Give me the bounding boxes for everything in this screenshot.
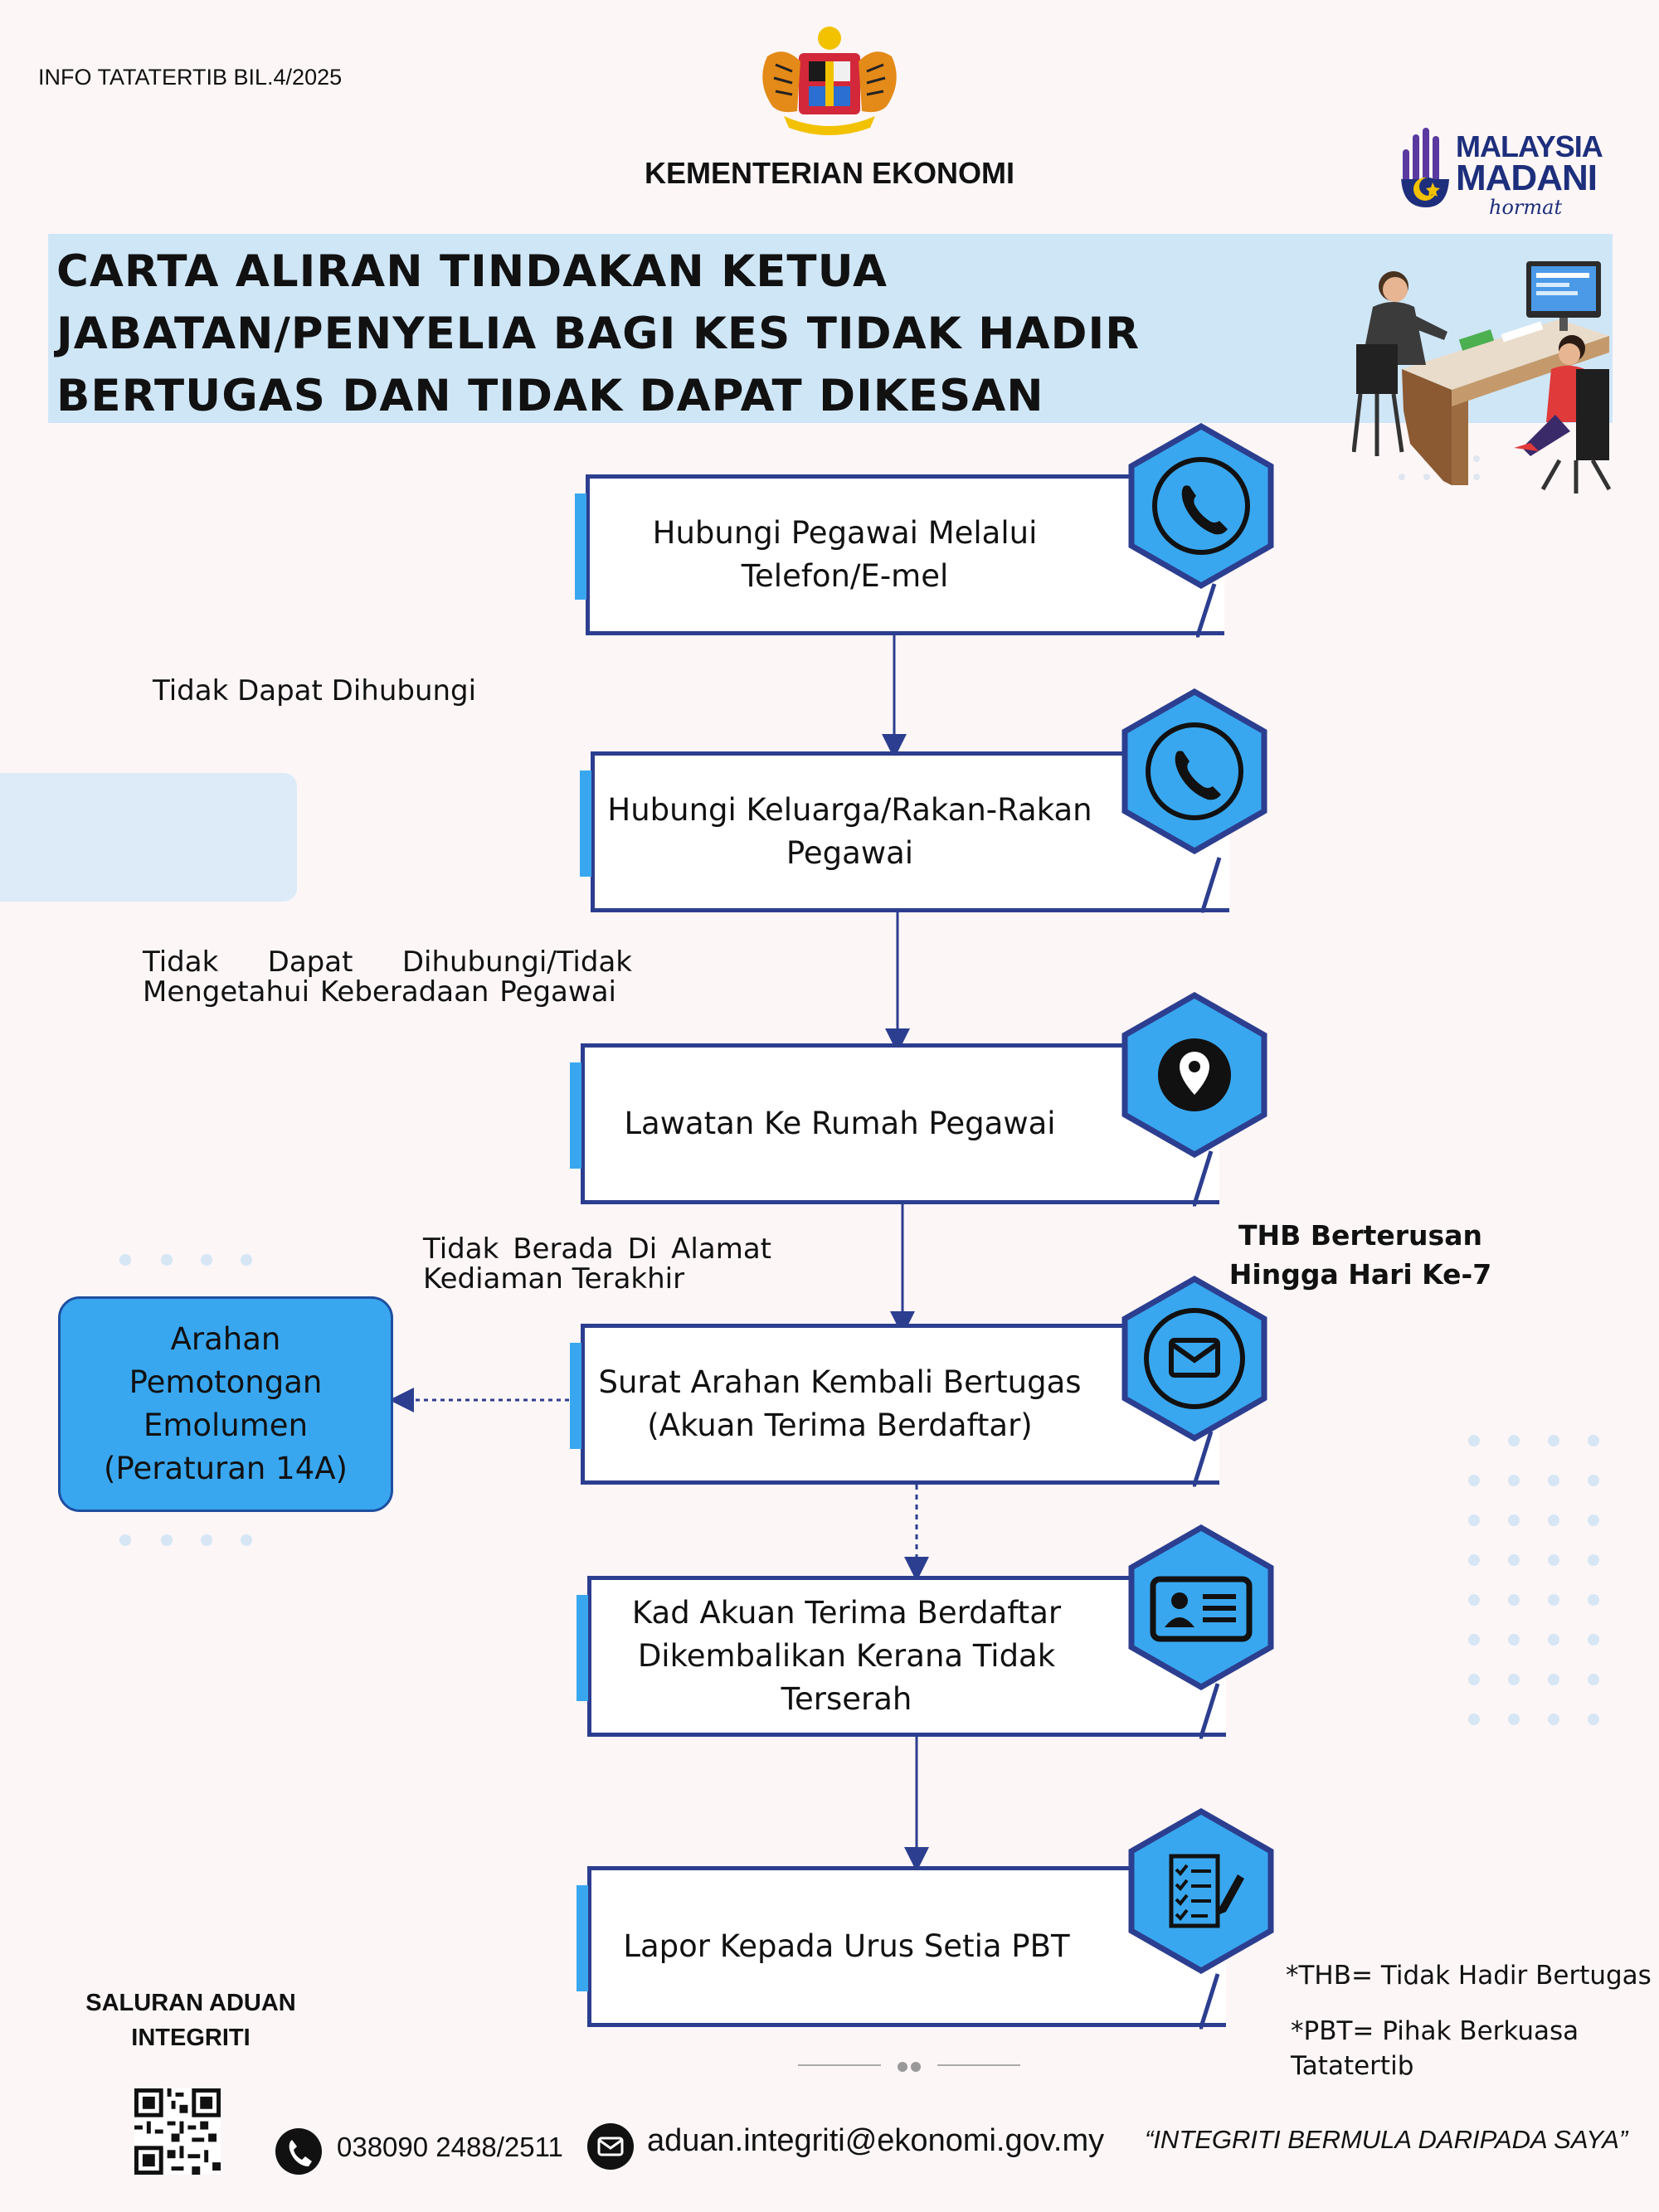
step-accent-bar — [575, 493, 586, 600]
phone-icon — [1120, 688, 1269, 854]
checklist-icon — [1126, 1808, 1276, 1974]
step-accent-bar — [580, 771, 591, 877]
step-5-text: Kad Akuan Terima Berdaftar Dikembalikan … — [591, 1580, 1102, 1733]
condition-label-2: Tidak Dapat Dihubungi/Tidak Mengetahui K… — [143, 947, 632, 1007]
condition-label-1: Tidak Dapat Dihubungi — [153, 676, 476, 706]
step-accent-bar — [577, 1595, 588, 1701]
step-3-text: Lawatan Ke Rumah Pegawai — [585, 1048, 1095, 1200]
location-pin-icon — [1120, 992, 1269, 1158]
footer-slogan: “INTEGRITI BERMULA DARIPADA SAYA” — [1145, 2125, 1627, 2155]
step-1-text: Hubungi Pegawai Melalui Telefon/E-mel — [590, 479, 1100, 631]
phone-icon — [1126, 423, 1276, 589]
footer-phone[interactable]: 038090 2488/2511 — [337, 2132, 563, 2163]
legend-pbt: *PBT= Pihak Berkuasa Tatatertib — [1291, 2014, 1606, 2083]
side-action-text: Arahan Pemotongan Emolumen (Peraturan 14… — [61, 1318, 391, 1490]
step-4-text: Surat Arahan Kembali Bertugas (Akuan Ter… — [585, 1328, 1095, 1480]
email-icon — [587, 2123, 634, 2170]
step-6-text: Lapor Kepada Urus Setia PBT — [591, 1870, 1102, 2023]
condition-label-3: Tidak Berada Di Alamat Kediaman Terakhir — [423, 1234, 771, 1294]
step-accent-bar — [570, 1343, 581, 1449]
side-action-box: Arahan Pemotongan Emolumen (Peraturan 14… — [58, 1296, 393, 1512]
legend-thb: *THB= Tidak Hadir Bertugas — [1286, 1961, 1652, 1991]
qr-code-icon[interactable] — [134, 2088, 221, 2175]
footer-email-link[interactable]: aduan.integriti@ekonomi.gov.my — [647, 2123, 1104, 2159]
thb-note: THB Berterusan Hingga Hari Ke-7 — [1228, 1216, 1493, 1294]
complaint-channel-title: SALURAN ADUAN INTEGRITI — [75, 1986, 307, 2055]
step-accent-bar — [570, 1062, 581, 1169]
phone-icon — [275, 2128, 322, 2175]
step-2-text: Hubungi Keluarga/Rakan-Rakan Pegawai — [595, 756, 1105, 908]
step-accent-bar — [577, 1885, 588, 1991]
mail-icon — [1120, 1276, 1269, 1441]
id-card-icon — [1126, 1524, 1276, 1690]
